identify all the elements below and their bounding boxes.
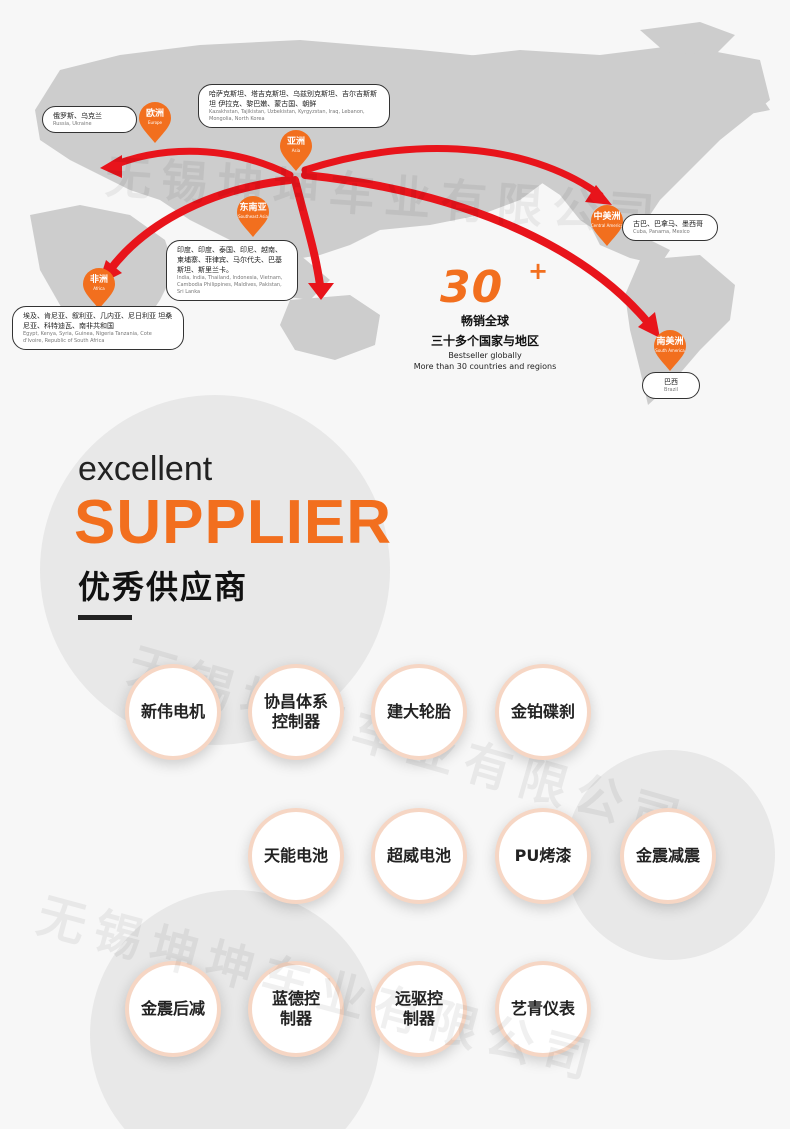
- supplier-circle: 天能电池: [248, 808, 344, 904]
- stat-en-line2: More than 30 countries and regions: [413, 362, 557, 371]
- supplier-circle: 新伟电机: [125, 664, 221, 760]
- arrow-to-central-america: [301, 144, 604, 199]
- pin-africa: 非洲 Africa: [82, 268, 116, 310]
- heading-underline: [78, 615, 132, 620]
- pin-asia: 亚洲 Asia: [279, 130, 313, 172]
- stat-cn-line1: 畅销全球: [460, 314, 509, 328]
- supplier-circle: 协昌体系控制器: [248, 664, 344, 760]
- pin-southeast-asia: 东南亚 Southeast Asia: [236, 196, 270, 238]
- south-america-shape: [625, 255, 735, 405]
- callout-africa: 埃及、肯尼亚、叙利亚、几内亚、尼日利亚 坦桑尼亚、科特迪瓦、南非共和国 Egyp…: [12, 306, 184, 350]
- callout-europe: 俄罗斯、乌克兰 Russia, Ukraine: [42, 106, 137, 133]
- australia-shape: [280, 295, 380, 360]
- pin-south-america: 南美洲 South America: [653, 330, 687, 372]
- stat-number: 30: [440, 262, 504, 313]
- arrow-to-africa: [106, 176, 294, 274]
- supplier-circle: 建大轮胎: [371, 664, 467, 760]
- callout-central-america: 古巴、巴拿马、墨西哥 Cuba, Panama, Mexico: [622, 214, 718, 241]
- stat-en-line1: Bestseller globally: [448, 351, 522, 360]
- supplier-circle: 金震减震: [620, 808, 716, 904]
- callout-southeast-asia: 印度、印度、泰国、印尼、越南、柬埔寨、菲律宾、马尔代夫、巴基斯坦、斯里兰卡。 I…: [166, 240, 298, 301]
- north-america-shape: [430, 45, 770, 240]
- supplier-circle: 远驱控制器: [371, 961, 467, 1057]
- supplier-circle: 金震后减: [125, 961, 221, 1057]
- heading-supplier: SUPPLIER: [74, 488, 393, 557]
- heading-excellent: excellent: [78, 450, 213, 488]
- stat-cn-line2: 三十多个国家与地区: [430, 334, 539, 348]
- supplier-circle: 艺青仪表: [495, 961, 591, 1057]
- supplier-circle: 蓝德控制器: [248, 961, 344, 1057]
- supplier-circle: 金铂碟刹: [495, 664, 591, 760]
- arrow-to-southeast: [291, 176, 324, 289]
- stat-plus: +: [528, 257, 549, 285]
- heading-cn: 优秀供应商: [78, 568, 249, 606]
- arrow-to-south-america: [301, 171, 654, 329]
- callout-asia: 哈萨克斯坦、塔吉克斯坦、乌兹别克斯坦、吉尔吉斯斯坦 伊拉克、黎巴嫩、蒙古国、朝鲜…: [198, 84, 390, 128]
- supplier-circle: PU烤漆: [495, 808, 591, 904]
- pin-central-america: 中美洲 Central America: [590, 205, 624, 247]
- world-map-section: 无锡坤坤车业有限公司 欧洲 Europe 亚洲 Asia 东南亚 Southea…: [0, 0, 790, 415]
- pin-europe: 欧洲 Europe: [138, 102, 172, 144]
- callout-south-america: 巴西 Brazil: [642, 372, 700, 399]
- arrow-to-europe: [111, 147, 294, 179]
- supplier-circle: 超威电池: [371, 808, 467, 904]
